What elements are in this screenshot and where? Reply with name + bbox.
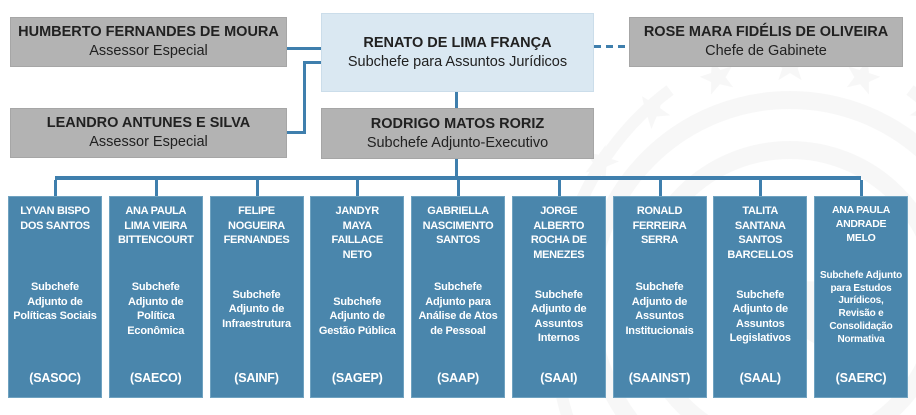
- person-name: HUMBERTO FERNANDES DE MOURA: [18, 24, 279, 41]
- unit-chief-name: ANA PAULA ANDRADE MELO: [832, 204, 890, 244]
- org-node-special-advisor-1: HUMBERTO FERNANDES DE MOURA Assessor Esp…: [10, 17, 287, 67]
- unit-role: Subchefe Adjunto de Gestão Pública: [318, 295, 396, 337]
- org-unit-card: JORGE ALBERTO ROCHA DE MENEZES Subchefe …: [511, 196, 606, 398]
- unit-acronym: (SAAI): [540, 371, 578, 385]
- unit-acronym: (SAECO): [130, 371, 182, 385]
- connector-advisor2-subchief: [303, 61, 321, 64]
- org-unit-card: RONALD FERREIRA SERRA Subchefe Adjunto d…: [612, 196, 707, 398]
- org-node-chief-of-staff: ROSE MARA FIDÉLIS DE OLIVEIRA Chefe de G…: [629, 17, 903, 67]
- unit-chief-name: RONALD FERREIRA SERRA: [632, 205, 687, 247]
- unit-role: Subchefe Adjunto de Assuntos Institucion…: [625, 281, 694, 337]
- unit-chief-name: ANA PAULA LIMA VIEIRA BITTENCOURT: [117, 205, 194, 247]
- org-node-deputy-executive: RODRIGO MATOS RORIZ Subchefe Adjunto-Exe…: [321, 108, 594, 159]
- org-node-subchief-legal: RENATO DE LIMA FRANÇA Subchefe para Assu…: [321, 13, 594, 92]
- unit-chief-name: LYVAN BISPO DOS SANTOS: [20, 205, 90, 232]
- connector-bus: [55, 176, 861, 180]
- person-role: Assessor Especial: [89, 43, 208, 59]
- connector-drop: [355, 180, 359, 196]
- unit-chief-name: FELIPE NOGUEIRA FERNANDES: [223, 205, 290, 247]
- unit-role: Subchefe Adjunto para Estudos Jurídicos,…: [820, 269, 902, 345]
- org-unit-card: TALITA SANTANA SANTOS BARCELLOS Subchefe…: [713, 196, 808, 398]
- unit-row: LYVAN BISPO DOS SANTOS Subchefe Adjunto …: [8, 196, 908, 398]
- org-node-special-advisor-2: LEANDRO ANTUNES E SILVA Assessor Especia…: [10, 108, 287, 158]
- unit-chief-name: JANDYR MAYA FAILLACE NETO: [331, 205, 384, 261]
- connector-drop: [859, 180, 863, 196]
- person-name: ROSE MARA FIDÉLIS DE OLIVEIRA: [643, 24, 889, 41]
- unit-chief-name: GABRIELLA NASCIMENTO SANTOS: [422, 205, 494, 247]
- connector-drop: [658, 180, 662, 196]
- connector-drop: [456, 180, 460, 196]
- unit-role: Subchefe Adjunto de Política Econômica: [127, 281, 185, 337]
- connector-drop: [557, 180, 561, 196]
- unit-acronym: (SAAINST): [628, 371, 691, 385]
- org-unit-card: LYVAN BISPO DOS SANTOS Subchefe Adjunto …: [8, 196, 102, 398]
- connector-advisor1-subchief: [287, 47, 321, 50]
- connector-drop: [154, 180, 158, 196]
- person-role: Chefe de Gabinete: [705, 43, 827, 59]
- unit-role: Subchefe Adjunto de Políticas Sociais: [13, 281, 97, 323]
- unit-acronym: (SAGEP): [331, 371, 383, 385]
- connector-advisor2-elbow-v: [303, 61, 306, 134]
- person-role: Assessor Especial: [89, 134, 208, 150]
- unit-role: Subchefe Adjunto de Assuntos Internos: [531, 288, 587, 345]
- unit-acronym: (SAAL): [739, 371, 781, 385]
- unit-role: Subchefe Adjunto para Análise de Atos de…: [418, 281, 498, 337]
- connector-deputy-bus: [455, 159, 458, 176]
- connector-advisor2-elbow-h: [287, 131, 306, 134]
- connector-dashed-chief-of-staff: [594, 45, 629, 48]
- connector-subchief-deputy: [455, 92, 458, 108]
- org-unit-card: JANDYR MAYA FAILLACE NETO Subchefe Adjun…: [310, 196, 405, 398]
- person-name: LEANDRO ANTUNES E SILVA: [46, 115, 251, 132]
- org-unit-card: ANA PAULA LIMA VIEIRA BITTENCOURT Subche…: [108, 196, 203, 398]
- person-name: RENATO DE LIMA FRANÇA: [363, 34, 552, 51]
- unit-acronym: (SASOC): [29, 371, 81, 385]
- unit-role: Subchefe Adjunto de Assuntos Legislativo…: [729, 288, 791, 345]
- unit-acronym: (SAERC): [835, 371, 887, 385]
- unit-role: Subchefe Adjunto de Infraestrutura: [222, 288, 291, 330]
- unit-chief-name: JORGE ALBERTO ROCHA DE MENEZES: [530, 205, 587, 261]
- person-role: Subchefe Adjunto-Executivo: [366, 134, 549, 151]
- connector-drop: [53, 180, 57, 196]
- unit-acronym: (SAAP): [437, 371, 479, 385]
- unit-chief-name: TALITA SANTANA SANTOS BARCELLOS: [727, 205, 794, 261]
- connector-drop: [758, 180, 762, 196]
- person-role: Subchefe para Assuntos Jurídicos: [347, 53, 568, 70]
- org-unit-card: FELIPE NOGUEIRA FERNANDES Subchefe Adjun…: [209, 196, 304, 398]
- person-name: RODRIGO MATOS RORIZ: [370, 115, 545, 132]
- unit-acronym: (SAINF): [234, 371, 279, 385]
- org-unit-card: GABRIELLA NASCIMENTO SANTOS Subchefe Adj…: [411, 196, 505, 398]
- org-unit-card: ANA PAULA ANDRADE MELO Subchefe Adjunto …: [814, 196, 908, 398]
- connector-drop: [255, 180, 259, 196]
